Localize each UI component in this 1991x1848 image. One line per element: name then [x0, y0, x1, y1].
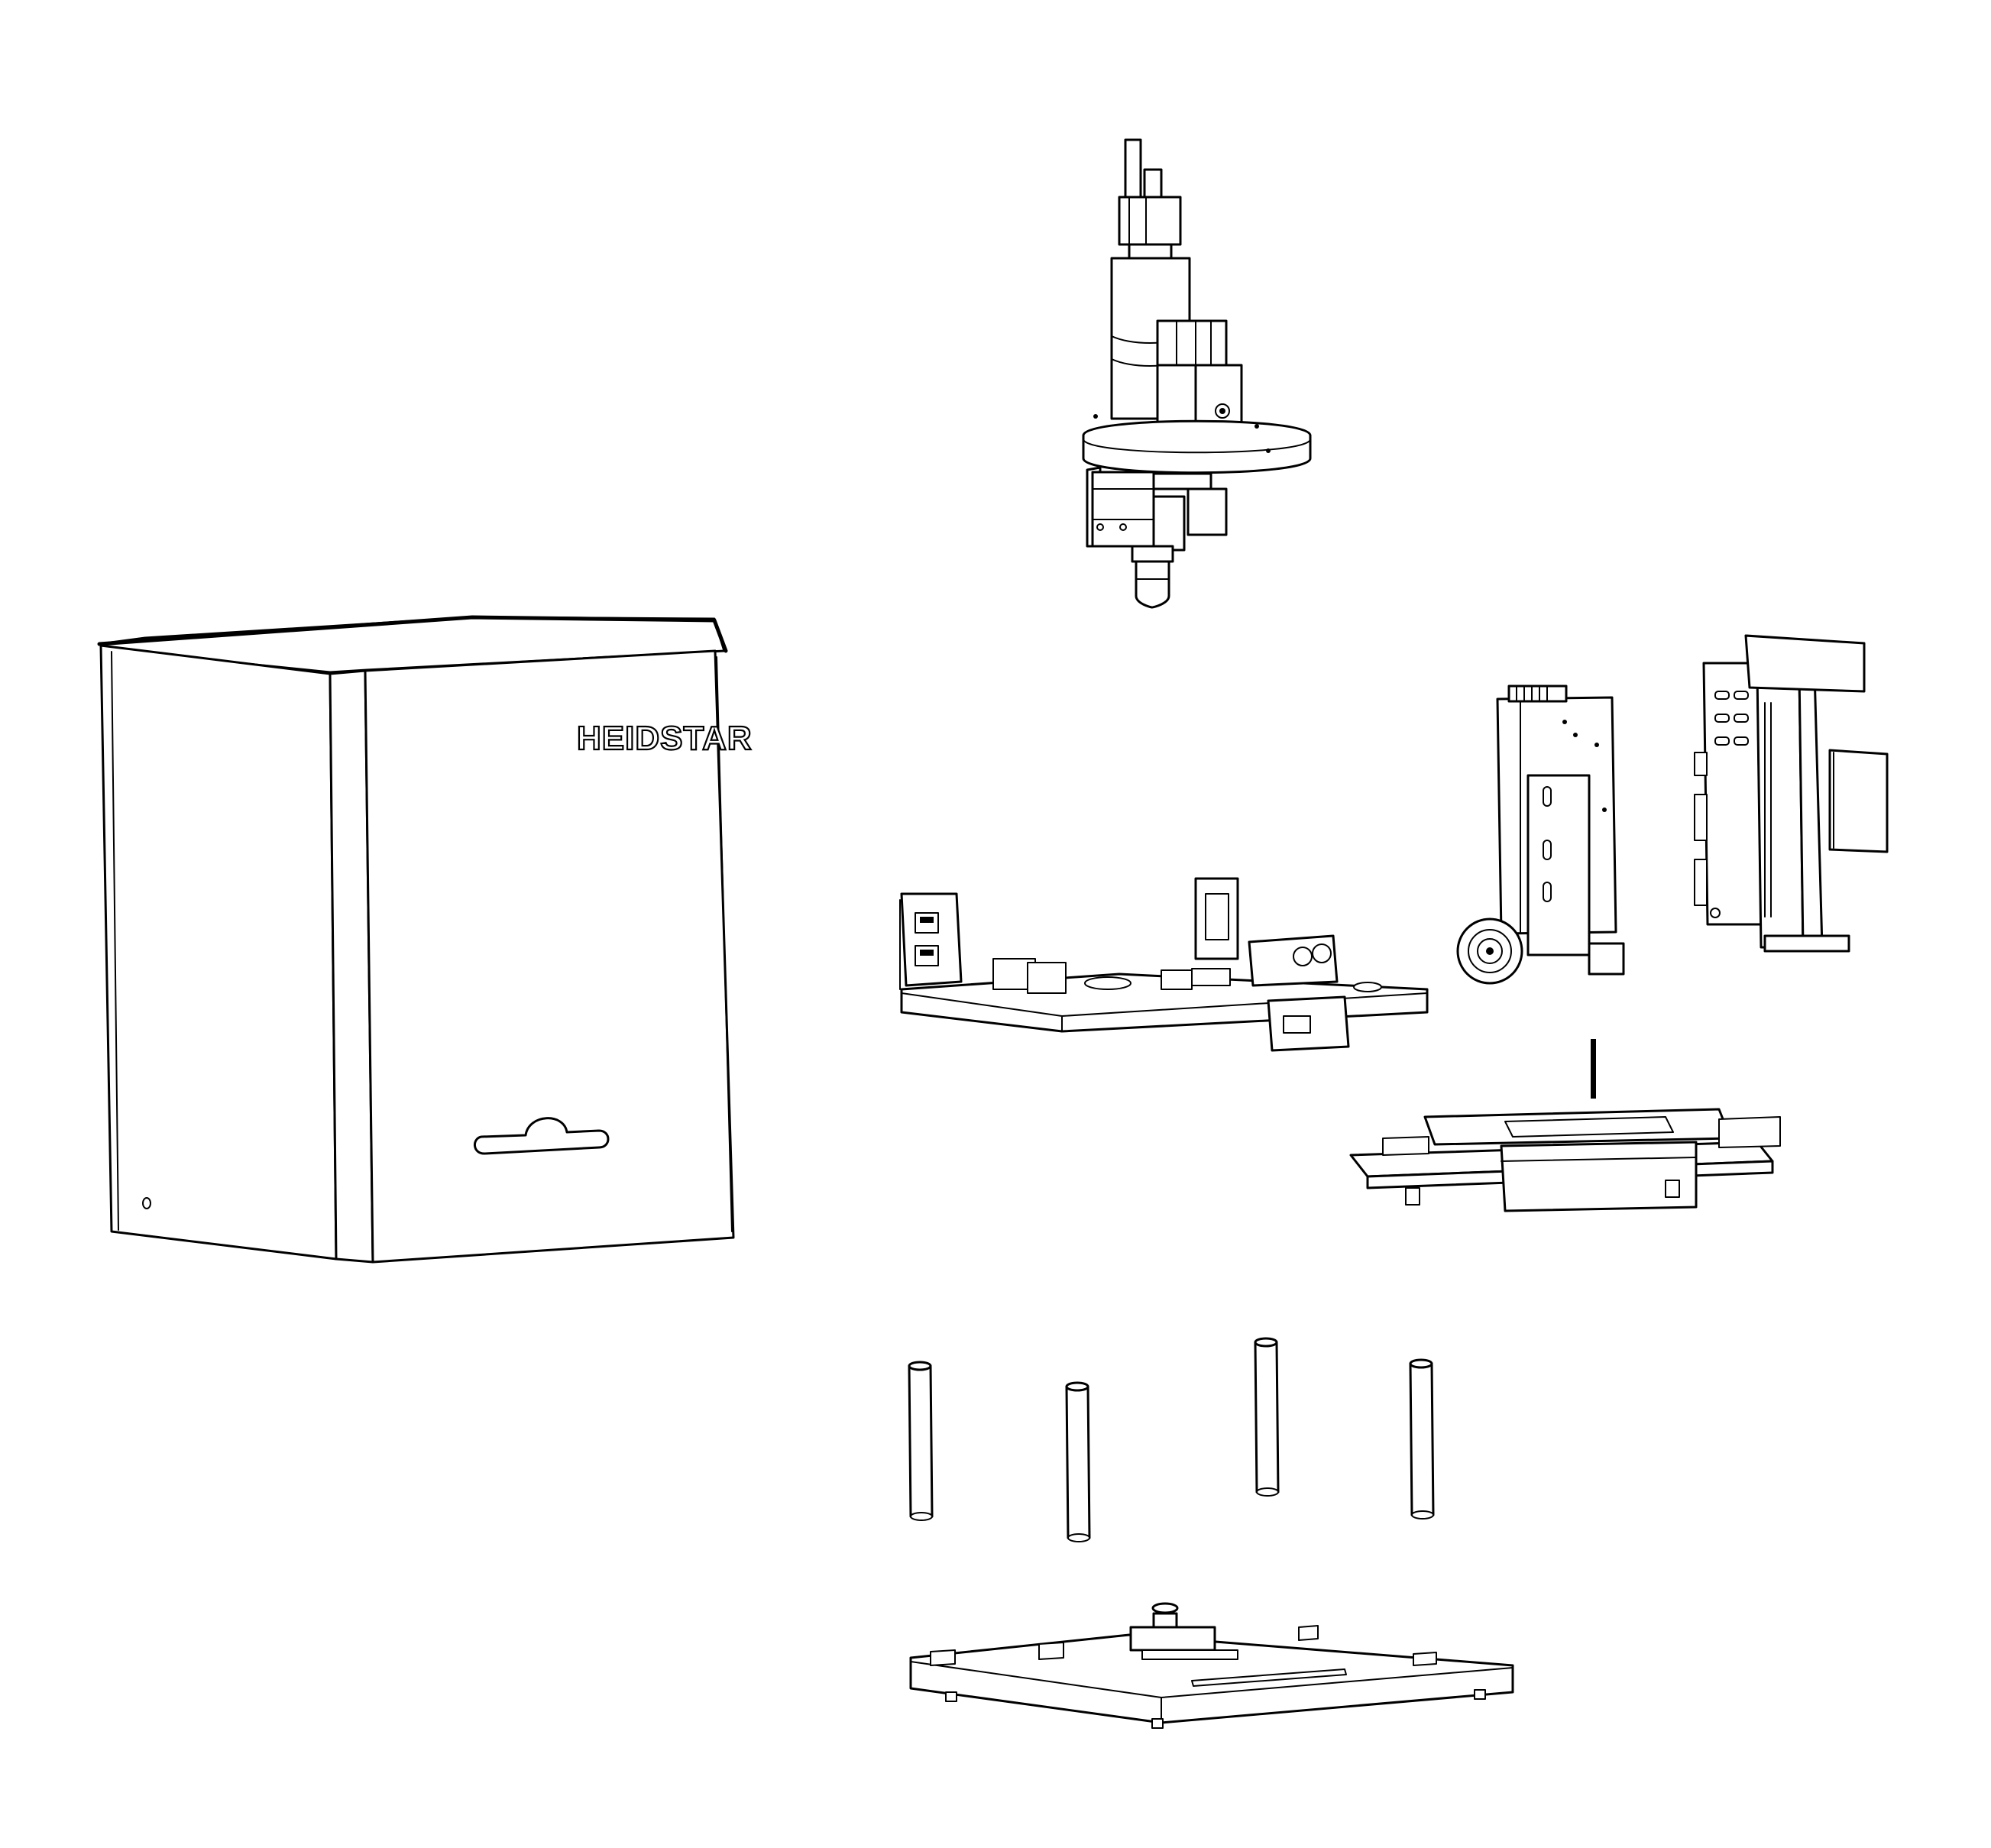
stage-front-block — [1500, 1141, 1698, 1212]
nozzle-tip — [1135, 560, 1170, 609]
door-handle[interactable] — [474, 1117, 610, 1155]
circuit-board — [1702, 662, 1763, 926]
support-rods — [908, 1337, 1435, 1542]
power-supply-box — [1828, 749, 1889, 853]
spindle-top-shaft — [1124, 138, 1142, 199]
middle-mounting-plate — [899, 877, 1429, 1052]
left-bracket-panel — [900, 892, 963, 987]
bottom-base-plate — [909, 1602, 1514, 1729]
heidstar-logo: HEIDSTAR — [577, 720, 753, 757]
support-rod — [908, 1361, 934, 1521]
rail-carriage — [1526, 774, 1591, 956]
spindle-head-assembly — [1082, 138, 1312, 609]
camera-lens — [1456, 918, 1523, 985]
stage-top-plate — [1423, 1108, 1732, 1146]
keyhole-icon — [142, 1197, 151, 1209]
enclosure-front-panel — [364, 649, 735, 1264]
support-rod — [1254, 1337, 1280, 1497]
enclosure-left-panel — [99, 644, 338, 1261]
support-rod — [1065, 1381, 1091, 1542]
stage-pin — [1591, 1039, 1596, 1099]
mounting-flange — [1082, 419, 1312, 474]
lower-bracket — [1091, 471, 1155, 548]
control-board-module — [1694, 634, 1889, 953]
base-slot — [1191, 1668, 1347, 1687]
enclosure-cabinet: HEIDSTAR — [97, 615, 753, 1264]
spindle-top-block — [1118, 196, 1182, 246]
xy-stage — [1349, 1039, 1781, 1212]
vertical-rail-module — [1456, 685, 1625, 985]
side-motor — [1156, 319, 1228, 367]
support-rod — [1409, 1358, 1435, 1520]
